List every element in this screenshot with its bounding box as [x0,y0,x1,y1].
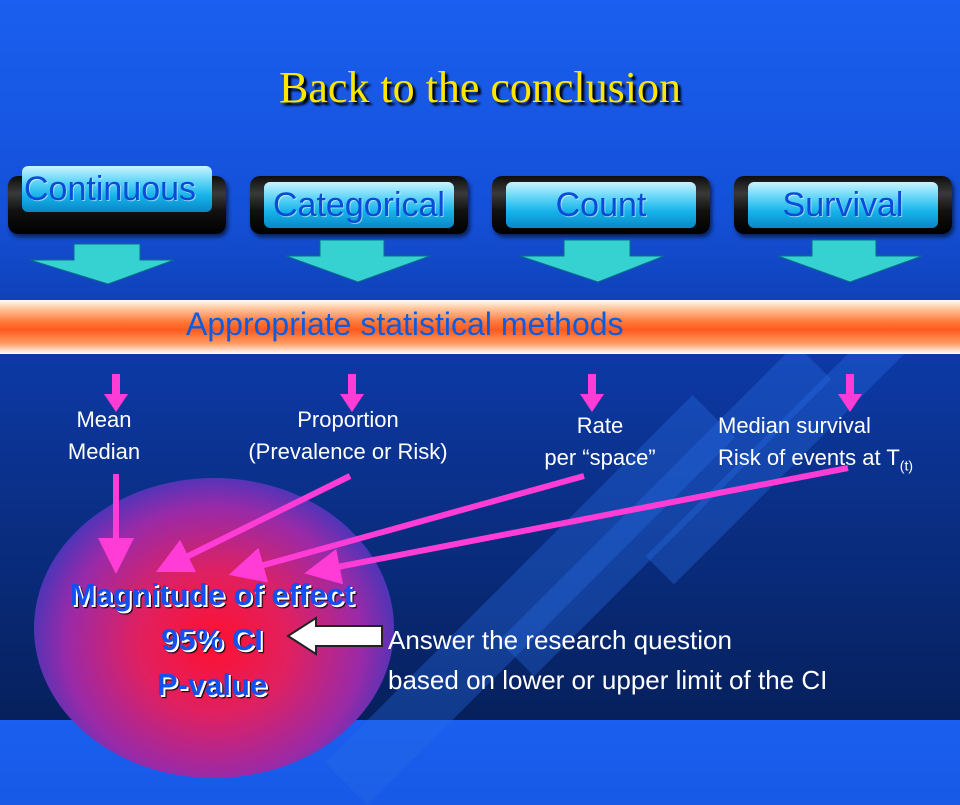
arrow-from-proportion [155,473,352,573]
measure-continuous: Mean Median [44,404,164,468]
pill-count-label: Count [506,182,696,228]
pill-categorical-label: Categorical [264,182,454,228]
measure-rate: Rate [576,413,624,438]
measure-survival: Median survival Risk of events at T(t) [718,410,913,481]
pill-continuous-label: Continuous [22,166,212,212]
measure-count: Rate per “space” [520,410,680,474]
measure-median: Median [67,439,141,464]
outcome-block: Magnitude of effect 95% CI P-value [34,572,390,707]
answer-line-1: Answer the research question [388,625,732,655]
down-arrow-icon [285,239,431,283]
measure-proportion: Proportion [297,407,399,432]
measure-prevalence-or-risk: (Prevalence or Risk) [248,439,448,464]
slide-title: Back to the conclusion [278,63,681,112]
p-value: P-value [156,667,268,702]
arrow-from-rate [228,473,585,583]
measure-risk-of-events: Risk of events at T(t) [718,445,913,474]
down-arrow-icon [580,374,604,412]
left-arrow-icon [286,616,383,656]
converging-arrows [98,465,849,656]
measure-per-space: per “space” [544,445,656,470]
methods-band-label: Appropriate statistical methods [186,306,624,342]
pill-continuous: Continuous [8,166,226,234]
confidence-interval: 95% CI [161,622,263,657]
down-arrow-icon [838,374,862,412]
pill-categorical: Categorical [250,176,468,234]
arrow-from-survival [304,465,849,585]
pill-survival: Survival [734,176,952,234]
down-arrow-icon [519,239,665,283]
down-arrow-icon [29,243,175,285]
pill-survival-label: Survival [748,182,938,228]
measure-mean: Mean [76,407,132,432]
measure-categorical: Proportion (Prevalence or Risk) [218,404,478,468]
methods-band [0,300,960,354]
measure-median-survival: Median survival [718,413,871,438]
down-arrow-icon [340,374,364,412]
answer-line-2: based on lower or upper limit of the CI [388,665,828,695]
down-arrow-icon [777,239,923,283]
subscript-t: (t) [899,457,913,474]
pill-count: Count [492,176,710,234]
magnitude-of-effect: Magnitude of effect [69,577,355,612]
down-arrow-icon [104,374,128,412]
answer-text: Answer the research question based on lo… [388,620,827,700]
